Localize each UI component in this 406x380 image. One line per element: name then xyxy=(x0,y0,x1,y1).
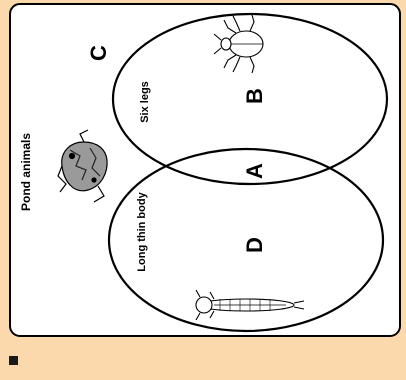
set-label-long-thin-body: Long thin body xyxy=(136,191,148,271)
bullet-square xyxy=(9,356,18,365)
region-d: D xyxy=(242,237,267,253)
region-b: B xyxy=(242,88,267,104)
region-a: A xyxy=(242,163,267,179)
venn-panel: Pond animals Six legs Long thin body C B… xyxy=(0,0,406,340)
set-label-six-legs: Six legs xyxy=(139,81,151,123)
venn-diagram: Pond animals Six legs Long thin body C B… xyxy=(0,0,406,340)
diagram-title: Pond animals xyxy=(19,133,33,211)
region-c: C xyxy=(86,45,111,61)
